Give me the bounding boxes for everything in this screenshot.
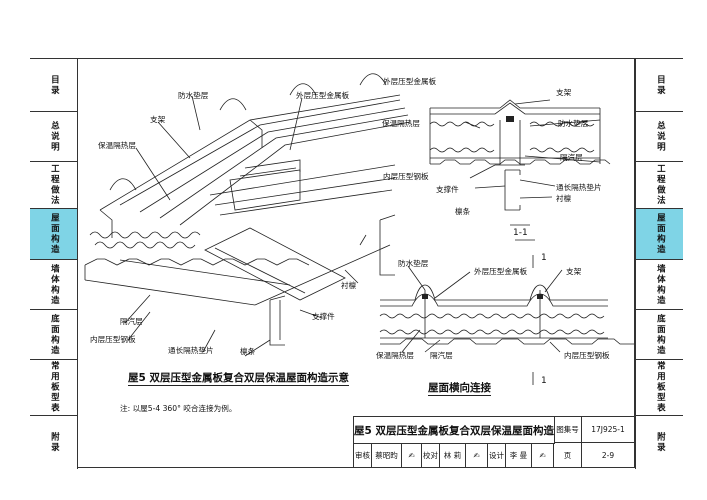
section-label-vapor: 隔汽层 (560, 153, 583, 162)
left-tab-practice[interactable]: 工程做法 (30, 162, 77, 209)
section-label-bracket: 支架 (556, 88, 572, 97)
right-tab-panel-types[interactable]: 常用板型表 (636, 360, 683, 416)
left-tab-bottom[interactable]: 底面构造 (30, 310, 77, 360)
right-index-sidebar: 目录 总说明 工程做法 屋面构造 墙体构造 底面构造 常用板型表 附录 (635, 58, 683, 469)
iso-label-waterproof: 防水垫层 (178, 91, 209, 100)
page-label: 页 (554, 443, 582, 468)
right-tab-practice[interactable]: 工程做法 (636, 162, 683, 209)
section-mark: 1-1 (513, 228, 528, 238)
cross-label-inner-panel: 内层压型钢板 (564, 351, 610, 360)
reviewer-name: 蔡昭昀 (372, 443, 402, 468)
checker-signature: ✍ (466, 443, 488, 468)
cross-label-insulation: 保温隔热层 (376, 351, 414, 360)
iso-label-inner-panel: 内层压型钢板 (90, 335, 136, 344)
section-label-waterproof: 防水垫层 (558, 119, 589, 128)
left-index-sidebar: 目录 总说明 工程做法 屋面构造 墙体构造 底面构造 常用板型表 附录 (30, 58, 78, 469)
left-tab-wall[interactable]: 墙体构造 (30, 260, 77, 310)
atlas-number: 17J925-1 (582, 417, 634, 443)
cross-section-num-top: 1 (541, 253, 547, 263)
right-tab-contents[interactable]: 目录 (636, 59, 683, 112)
iso-caption: 屋5 双层压型金属板复合双层保温屋面构造示意 (128, 372, 349, 386)
page-number: 2-9 (601, 451, 615, 460)
drawing-note: 注: 以屋5-4 360° 咬合连接为例。 (120, 404, 237, 413)
iso-label-purlin: 檩条 (240, 347, 256, 356)
cross-label-bracket: 支架 (566, 267, 582, 276)
cross-label-waterproof: 防水垫层 (398, 259, 429, 268)
iso-label-support: 支撑件 (312, 312, 335, 321)
review-label: 审核 (354, 443, 372, 468)
iso-label-bracket: 支架 (150, 115, 166, 124)
cross-label-outer-panel: 外层压型金属板 (474, 267, 528, 276)
left-tab-roof[interactable]: 屋面构造 (30, 209, 77, 260)
iso-label-insulation: 保温隔热层 (98, 141, 136, 150)
cross-label-vapor: 隔汽层 (430, 351, 453, 360)
left-tab-panel-types[interactable]: 常用板型表 (30, 360, 77, 416)
section-label-inner-panel: 内层压型钢板 (383, 172, 429, 181)
cross-section (379, 255, 634, 385)
section-label-support: 支撑件 (436, 185, 459, 194)
iso-label-vapor: 隔汽层 (120, 317, 143, 326)
section-label-pad: 通长隔热垫片 (556, 183, 602, 192)
left-tab-general[interactable]: 总说明 (30, 112, 77, 162)
right-tab-bottom[interactable]: 底面构造 (636, 310, 683, 360)
cross-section-num-bottom: 1 (541, 376, 547, 386)
section-label-purlin: 檩条 (455, 207, 471, 216)
check-label: 校对 (422, 443, 440, 468)
iso-label-outer-panel: 外层压型金属板 (296, 91, 350, 100)
right-tab-roof[interactable]: 屋面构造 (636, 209, 683, 260)
atlas-label: 图集号 (554, 417, 582, 443)
right-tab-appendix[interactable]: 附录 (655, 432, 666, 453)
right-tab-wall[interactable]: 墙体构造 (636, 260, 683, 310)
drawing-title: 屋5 双层压型金属板复合双层保温屋面构造 (354, 417, 555, 444)
section-label-outer-panel: 外层压型金属板 (383, 77, 437, 86)
section-label-purlin-top: 衬檩 (556, 194, 572, 203)
left-tab-contents[interactable]: 目录 (30, 59, 77, 112)
designer-signature: ✍ (532, 443, 554, 468)
iso-label-pad: 通长隔热垫片 (168, 346, 214, 355)
iso-roof-assembly (84, 73, 411, 357)
section-1-1 (429, 99, 611, 241)
reviewer-signature: ✍ (402, 443, 422, 468)
title-block: 屋5 双层压型金属板复合双层保温屋面构造 图集号 17J925-1 审核 蔡昭昀… (353, 416, 635, 468)
design-label: 设计 (488, 443, 506, 468)
designer-name: 李 曼 (506, 443, 532, 468)
left-tab-appendix[interactable]: 附录 (49, 432, 60, 453)
cross-caption: 屋面横向连接 (428, 382, 491, 396)
right-tab-general[interactable]: 总说明 (636, 112, 683, 162)
checker-name: 林 莉 (440, 443, 466, 468)
iso-label-purlin-top: 衬檩 (341, 281, 357, 290)
section-label-insulation: 保温隔热层 (382, 119, 420, 128)
